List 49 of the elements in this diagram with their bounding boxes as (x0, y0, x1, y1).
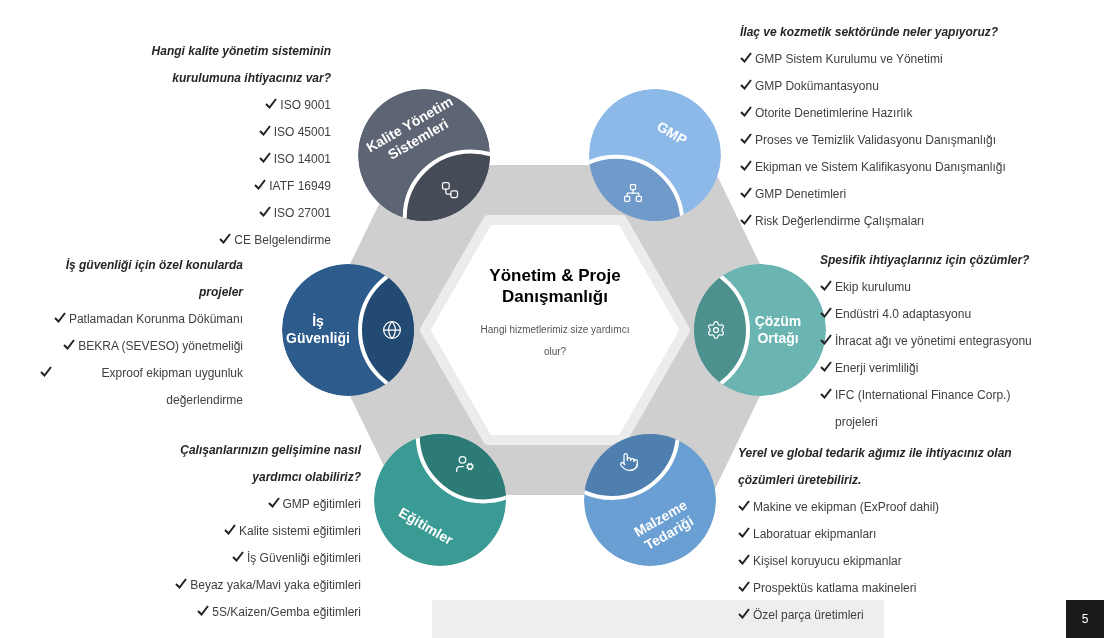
list-item: Exproof ekipman uygunluk değerlendirme (100, 365, 243, 409)
list-item: IATF 16949 (269, 178, 331, 195)
circle-title: GMP (653, 117, 690, 149)
list-item: Beyaz yaka/Mavi yaka eğitimleri (190, 577, 361, 594)
list-item: Risk Değerlendirme Çalışmaları (755, 213, 925, 230)
list-heading: Çalışanlarınızın gelişimine nasıl yardımcı olabiliriz? (179, 442, 361, 486)
list-item: GMP Dokümantasyonu (755, 78, 879, 95)
list-item: IFC (International Finance Corp.) projeleri (835, 387, 1012, 431)
list-item: GMP eğitimleri (282, 496, 361, 513)
list-item: Prospektüs katlama makineleri (753, 580, 917, 597)
service-circle (358, 89, 490, 221)
service-circle (589, 89, 721, 221)
list-item: Proses ve Temizlik Validasyonu Danışmanlığı (755, 132, 996, 149)
list-item: GMP Denetimleri (755, 186, 847, 203)
list-item: Ekip kurulumu (835, 279, 912, 296)
list-heading: İş güvenliği için özel konularda projeler (64, 257, 243, 301)
list-heading: Yerel ve global tedarik ağımız ile ihtiyacınız olan çözümleri üretebiliriz. (738, 445, 1013, 489)
list-item: CE Belgelendirme (234, 232, 331, 249)
list-item: Patlamadan Korunma Dökümanı (68, 311, 243, 328)
circle-title: İş Güvenliği (285, 313, 351, 347)
list-item: Ekipman ve Sistem Kalifikasyonu Danışmanlığı (755, 159, 1006, 176)
list-item: Kişisel koruyucu ekipmanlar (753, 553, 902, 570)
hub-subtitle: Hangi hizmetlerimiz size yardımcı olur? (479, 323, 631, 359)
list-item: Makine ve ekipman (ExProof dahil) (753, 499, 940, 516)
circle-title: Çözüm Ortağı (753, 313, 803, 347)
list-item: Endüstri 4.0 adaptasyonu (835, 306, 972, 323)
list-item: Enerji verimliliği (835, 360, 919, 377)
list-item: Kalite sistemi eğitimleri (238, 523, 361, 540)
list-item: BEKRA (SEVESO) yönetmeliği (78, 338, 243, 355)
list-item: Laboratuar ekipmanları (753, 526, 877, 543)
service-circle (584, 434, 716, 566)
list-item: İhracat ağı ve yönetimi entegrasyonu (835, 333, 1032, 350)
hub-title: Yönetim & Proje Danışmanlığı (488, 265, 622, 307)
hexagon-hub (420, 215, 690, 445)
list-item: ISO 9001 (280, 97, 331, 114)
list-item: ISO 27001 (273, 205, 331, 222)
list-item: İş Güvenliği eğitimleri (246, 550, 361, 567)
list-item: Özel parça üretimleri (753, 607, 864, 624)
list-item: ISO 14001 (273, 151, 331, 168)
list-heading: İlaç ve kozmetik sektöründe neler yapıyoruz? (740, 24, 1000, 41)
list-item: GMP Sistem Kurulumu ve Yönetimi (755, 51, 943, 68)
page-number: 5 (1066, 600, 1104, 638)
list-heading: Spesifik ihtiyaçlarınız için çözümler? (820, 252, 1031, 269)
service-circle (374, 434, 506, 566)
list-item: ISO 45001 (273, 124, 331, 141)
list-item: 5S/Kaizen/Gemba eğitimleri (212, 604, 361, 621)
service-circle (282, 264, 414, 396)
list-heading: Hangi kalite yönetim sisteminin kurulumuna ihtiyacınız var? (150, 43, 331, 87)
list-item: Otorite Denetimlerine Hazırlık (755, 105, 913, 122)
